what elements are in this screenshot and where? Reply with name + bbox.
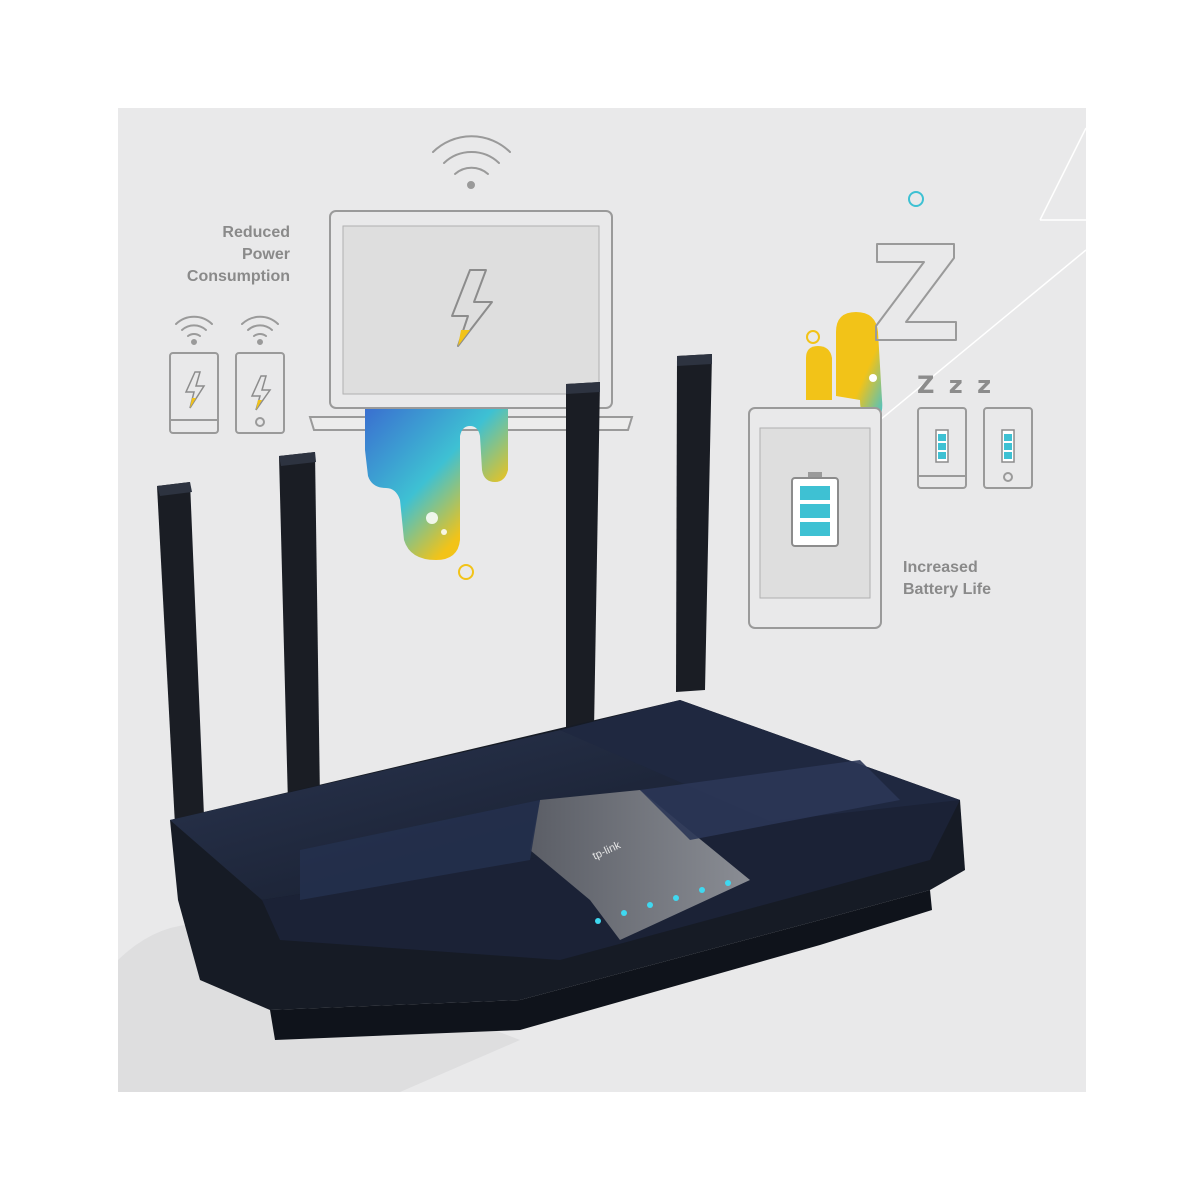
antenna [157,482,205,844]
color-drip-right [806,191,924,420]
increased-line-1: Increased [903,559,978,576]
reduced-power-label: Reduced Power Consumption [140,222,290,288]
phone-icon [983,407,1033,489]
phone-icon [169,315,219,434]
zzz-text: Z z z [917,371,995,399]
phone-icon [917,407,967,489]
antenna [279,452,320,804]
color-drip-left [365,409,508,580]
increased-battery-label: Increased Battery Life [903,557,1053,601]
router-leds [595,880,731,924]
lightning-icon [451,269,493,347]
big-z-icon [875,243,957,341]
reduced-line-2: Power [241,246,290,263]
increased-line-2: Battery Life [903,581,992,598]
reduced-line-1: Reduced [222,224,290,241]
laptop-icon [308,210,634,431]
wifi-icon [432,135,511,189]
decorative-lines [879,127,1087,421]
battery-icon [791,472,839,547]
phone-icon [235,315,285,434]
reduced-line-3: Consumption [186,268,290,285]
antenna [676,354,712,692]
antenna [566,382,600,732]
router-icon [170,700,965,1040]
